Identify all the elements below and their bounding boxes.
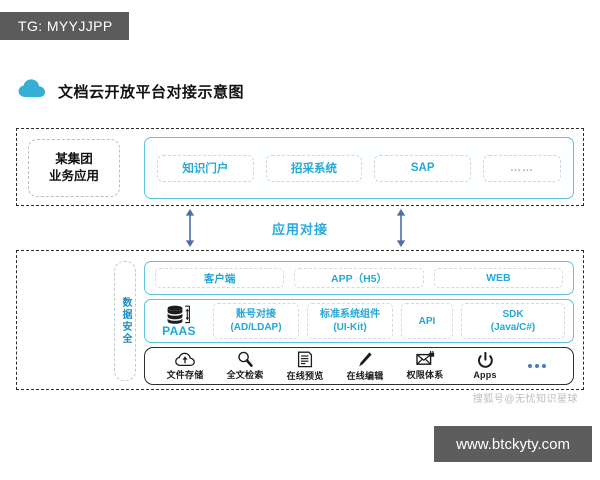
features-container: 文件存储 全文检索 — [144, 347, 574, 385]
feature-online-editing-label: 在线编辑 — [346, 370, 384, 381]
tg-banner: TG: MYYJJPP — [0, 12, 129, 40]
tg-banner-text: TG: MYYJJPP — [18, 18, 113, 34]
power-icon — [477, 352, 494, 369]
pen-icon — [357, 351, 373, 368]
business-apps-container: 知识门户 招采系统 SAP …… — [144, 137, 574, 199]
document-icon — [297, 351, 313, 368]
paas-container: PAAS 账号对接 (AD/LDAP) 标准系统组件 (UI-Kit) API … — [144, 299, 574, 343]
page-title: 文档云开放平台对接示意图 — [58, 84, 245, 101]
paas-chip-sdk-line1: SDK — [502, 309, 524, 320]
group-label-line1: 某集团 — [55, 152, 93, 167]
more-dots-icon[interactable] — [515, 364, 559, 368]
paas-chip-sdk-line2: (Java/C#) — [490, 322, 536, 333]
feature-apps[interactable]: Apps — [455, 352, 515, 380]
app-chip-sap[interactable]: SAP — [374, 154, 472, 182]
double-arrow-vertical-icon-left — [183, 208, 197, 248]
feature-online-preview[interactable]: 在线预览 — [275, 351, 335, 382]
feature-file-storage[interactable]: 文件存储 — [155, 351, 215, 381]
magnifier-icon — [236, 351, 254, 367]
paas-block: PAAS — [153, 301, 205, 341]
paas-chip-sdk[interactable]: SDK (Java/C#) — [461, 303, 565, 339]
feature-apps-label: Apps — [473, 370, 497, 380]
more-dot-1 — [528, 364, 532, 368]
feature-full-text-search[interactable]: 全文检索 — [215, 351, 275, 381]
paas-chip-api-line1: API — [418, 315, 436, 327]
watermark: 搜狐号@无忧知识星球 — [472, 394, 578, 405]
database-stack-icon — [166, 305, 192, 324]
url-badge: www.btckyty.com — [434, 426, 592, 462]
business-application-band: 某集团 业务应用 知识门户 招采系统 SAP …… — [16, 128, 584, 206]
more-dot-2 — [535, 364, 539, 368]
channel-chip-web[interactable]: WEB — [433, 268, 563, 288]
paas-chip-standard-components-line2: (UI-Kit) — [333, 322, 367, 333]
feature-permission-system-label: 权限体系 — [406, 370, 444, 380]
cloud-upload-icon — [175, 351, 195, 367]
paas-chip-account-integration-line1: 账号对接 — [236, 309, 276, 320]
channel-chip-client[interactable]: 客户端 — [155, 268, 285, 288]
feature-online-editing[interactable]: 在线编辑 — [335, 351, 395, 382]
architecture-diagram: 某集团 业务应用 知识门户 招采系统 SAP …… 应用对接 — [16, 128, 584, 390]
double-arrow-vertical-icon-right — [394, 208, 408, 248]
feature-online-preview-label: 在线预览 — [286, 370, 324, 381]
data-security-label-text: 数据安全 — [120, 297, 131, 345]
connector-region: 应用对接 — [16, 206, 584, 250]
platform-band: 数据安全 客户端 APP（H5） WEB — [16, 250, 584, 390]
feature-full-text-search-label: 全文检索 — [226, 370, 264, 380]
app-chip-procurement-system[interactable]: 招采系统 — [265, 154, 363, 182]
paas-chip-account-integration[interactable]: 账号对接 (AD/LDAP) — [213, 303, 299, 339]
connector-label: 应用对接 — [271, 222, 328, 237]
app-chip-more[interactable]: …… — [483, 154, 562, 182]
feature-permission-system[interactable]: 权限体系 — [395, 351, 455, 381]
data-security-label: 数据安全 — [114, 261, 136, 381]
paas-chip-standard-components[interactable]: 标准系统组件 (UI-Kit) — [307, 303, 393, 339]
more-dot-3 — [542, 364, 546, 368]
paas-chip-api[interactable]: API — [401, 303, 453, 339]
page-title-row: 文档云开放平台对接示意图 — [18, 78, 244, 102]
channel-chip-app-h5[interactable]: APP（H5） — [294, 268, 424, 288]
feature-file-storage-label: 文件存储 — [166, 370, 204, 380]
paas-chip-account-integration-line2: (AD/LDAP) — [230, 322, 282, 333]
channels-container: 客户端 APP（H5） WEB — [144, 261, 574, 295]
app-chip-knowledge-portal[interactable]: 知识门户 — [157, 154, 254, 182]
group-label-box: 某集团 业务应用 — [28, 139, 120, 197]
paas-label: PAAS — [162, 324, 196, 338]
url-badge-text: www.btckyty.com — [456, 435, 570, 453]
group-label-line2: 业务应用 — [48, 169, 99, 183]
cloud-icon — [18, 78, 46, 98]
paas-chip-standard-components-line1: 标准系统组件 — [320, 309, 380, 320]
envelope-lock-icon — [415, 351, 435, 367]
